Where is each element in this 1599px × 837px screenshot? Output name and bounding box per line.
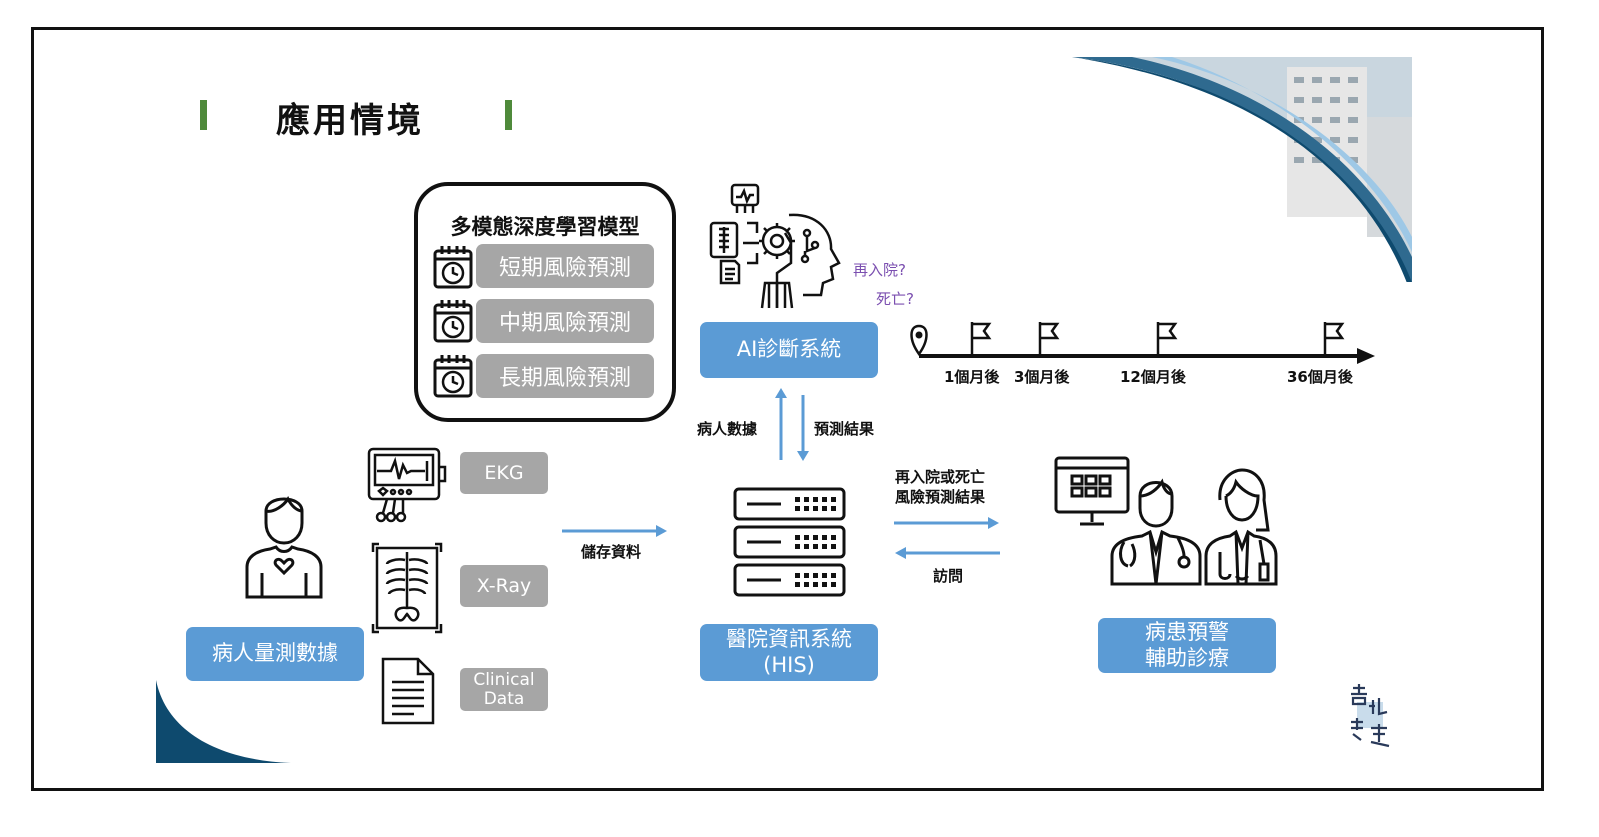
- prediction-result-label: 預測結果: [814, 420, 875, 438]
- store-arrow: [562, 525, 667, 537]
- model-panel: [414, 182, 676, 422]
- title-bar-left: [200, 100, 207, 130]
- xray-label: X-Ray: [460, 565, 548, 607]
- document-icon: [381, 657, 435, 725]
- page-title: 應用情境: [276, 101, 424, 141]
- visit-label: 訪問: [933, 567, 964, 585]
- right-arrow: [894, 517, 999, 529]
- model-heading: 多模態深度學習模型: [450, 215, 640, 239]
- calendar-icon: [433, 300, 473, 343]
- doctors-computer-icon: [1054, 456, 1278, 586]
- ekg-monitor-icon: [367, 447, 447, 523]
- calendar-icon: [433, 246, 473, 289]
- store-data-label: 儲存資料: [581, 543, 642, 561]
- bottom-left-decoration: [156, 680, 291, 763]
- death-question: 死亡?: [876, 290, 914, 308]
- hospital-logo: [1351, 684, 1390, 748]
- left-arrow: [895, 547, 1000, 559]
- xray-chest-icon: [371, 542, 443, 634]
- top-right-photo-decoration: [1072, 57, 1412, 282]
- ai-robot-head-icon: [709, 183, 841, 309]
- calendar-icon: [433, 355, 473, 398]
- short-term-risk: 短期風險預測: [476, 244, 654, 288]
- long-term-risk: 長期風險預測: [476, 354, 654, 398]
- server-icon: [733, 487, 846, 597]
- timeline-label: 1個月後: [944, 368, 1000, 386]
- flag-icon: [970, 322, 992, 356]
- patient-person-icon: [245, 496, 323, 599]
- flag-icon: [1156, 322, 1178, 356]
- timeline-label: 36個月後: [1287, 368, 1353, 386]
- ekg-label: EKG: [460, 452, 548, 494]
- patient-measurement-box: 病人量測數據: [186, 627, 364, 681]
- risk-result-label: 再入院或死亡 風險預測結果: [895, 468, 986, 506]
- readmission-question: 再入院?: [853, 261, 906, 279]
- down-arrow: [797, 395, 809, 461]
- timeline-axis: [910, 324, 1375, 364]
- early-warning-box: 病患預警 輔助診療: [1098, 618, 1276, 673]
- timeline-label: 12個月後: [1120, 368, 1186, 386]
- flag-icon: [1323, 322, 1345, 356]
- timeline-label: 3個月後: [1014, 368, 1070, 386]
- patient-data-label: 病人數據: [697, 420, 758, 438]
- title-bar-right: [505, 100, 512, 130]
- mid-term-risk: 中期風險預測: [476, 299, 654, 343]
- up-arrow: [775, 388, 787, 460]
- clinical-data-label: Clinical Data: [460, 668, 548, 711]
- ai-diagnosis-box: AI診斷系統: [700, 322, 878, 378]
- his-box: 醫院資訊系統 (HIS): [700, 624, 878, 681]
- flag-icon: [1038, 322, 1060, 356]
